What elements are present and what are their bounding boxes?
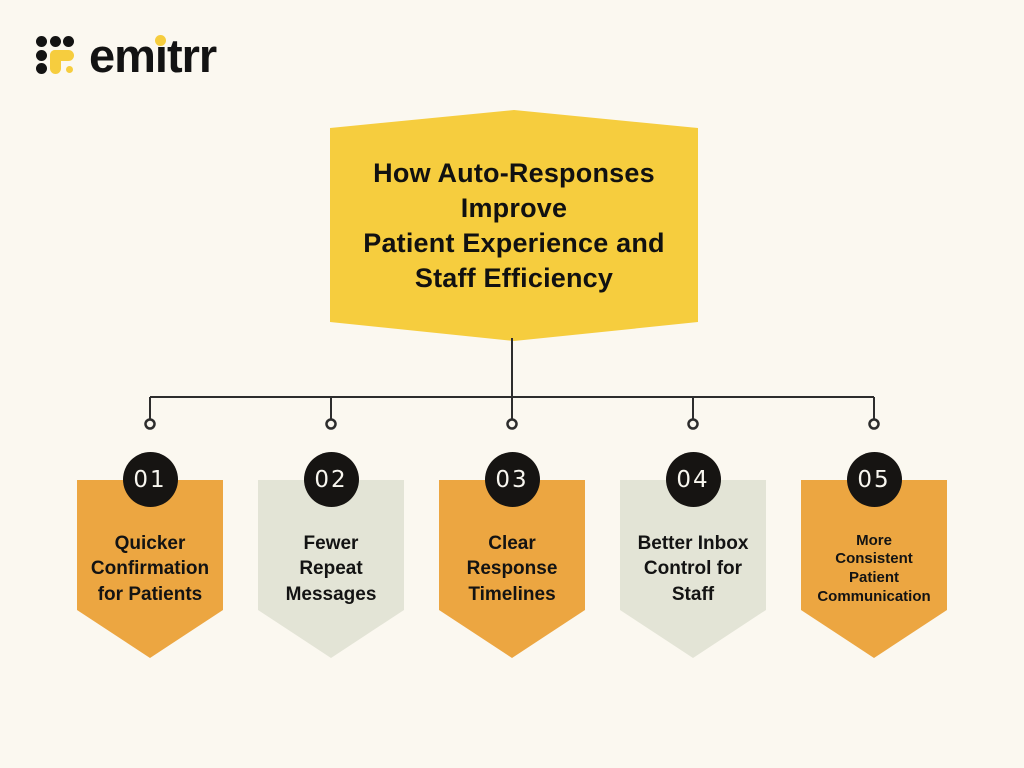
step-label: Better Inbox Control for Staff — [637, 532, 749, 605]
connector-node-circle — [325, 418, 337, 430]
logo-dot — [49, 36, 61, 47]
logo-yellow-dot — [66, 66, 73, 73]
logo-yellow-corner — [49, 49, 74, 61]
step-label: Fewer Repeat Messages — [285, 532, 377, 605]
logo-wordmark-text: emitrr — [89, 29, 217, 82]
step-number-badge: 02 — [303, 452, 359, 507]
connector-tree — [144, 338, 880, 430]
logo-dot — [36, 63, 47, 74]
step-number-badge: 05 — [846, 452, 902, 507]
step-number: 01 — [133, 466, 167, 493]
logo-dot — [36, 49, 47, 61]
step-number-badge: 04 — [665, 452, 721, 507]
page-title: How Auto-Responses Improve Patient Exper… — [363, 157, 665, 293]
step-label: Quicker Confirmation for Patients — [90, 532, 210, 605]
step-number: 02 — [314, 466, 348, 493]
logo-wordmark: emitrr — [89, 29, 217, 82]
step-item-3: 03 Clear Response Timelines — [439, 452, 585, 658]
step-number: 03 — [495, 466, 529, 493]
step-label: More Consistent Patient Communication — [817, 531, 931, 605]
emitrr-dots-icon — [36, 36, 76, 76]
logo-dot — [63, 36, 74, 47]
connector-node-circle — [144, 418, 156, 430]
logo-dot — [36, 36, 47, 47]
connector-node-circle — [506, 418, 518, 430]
step-number: 05 — [857, 466, 891, 493]
connector-lines — [149, 338, 875, 419]
step-item-2: 02 Fewer Repeat Messages — [258, 452, 404, 658]
step-number: 04 — [676, 466, 710, 493]
step-ribbon: Clear Response Timelines — [439, 480, 585, 658]
step-item-1: 01 Quicker Confirmation for Patients — [77, 452, 223, 658]
connector-node-circle — [687, 418, 699, 430]
step-label: Clear Response Timelines — [466, 532, 558, 605]
step-item-4: 04 Better Inbox Control for Staff — [620, 452, 766, 658]
step-item-5: 05 More Consistent Patient Communication — [801, 452, 947, 658]
step-number-badge: 03 — [484, 452, 540, 507]
title-banner: How Auto-Responses Improve Patient Exper… — [330, 110, 698, 341]
logo-yellow-corner — [49, 49, 61, 74]
connector-node-circle — [868, 418, 880, 430]
logo-i-tittle — [155, 35, 166, 46]
step-number-badge: 01 — [122, 452, 178, 507]
connector-node-circles — [144, 418, 880, 430]
logo: emitrr — [36, 29, 217, 82]
steps-row: 01 Quicker Confirmation for Patients 02 … — [77, 452, 947, 658]
